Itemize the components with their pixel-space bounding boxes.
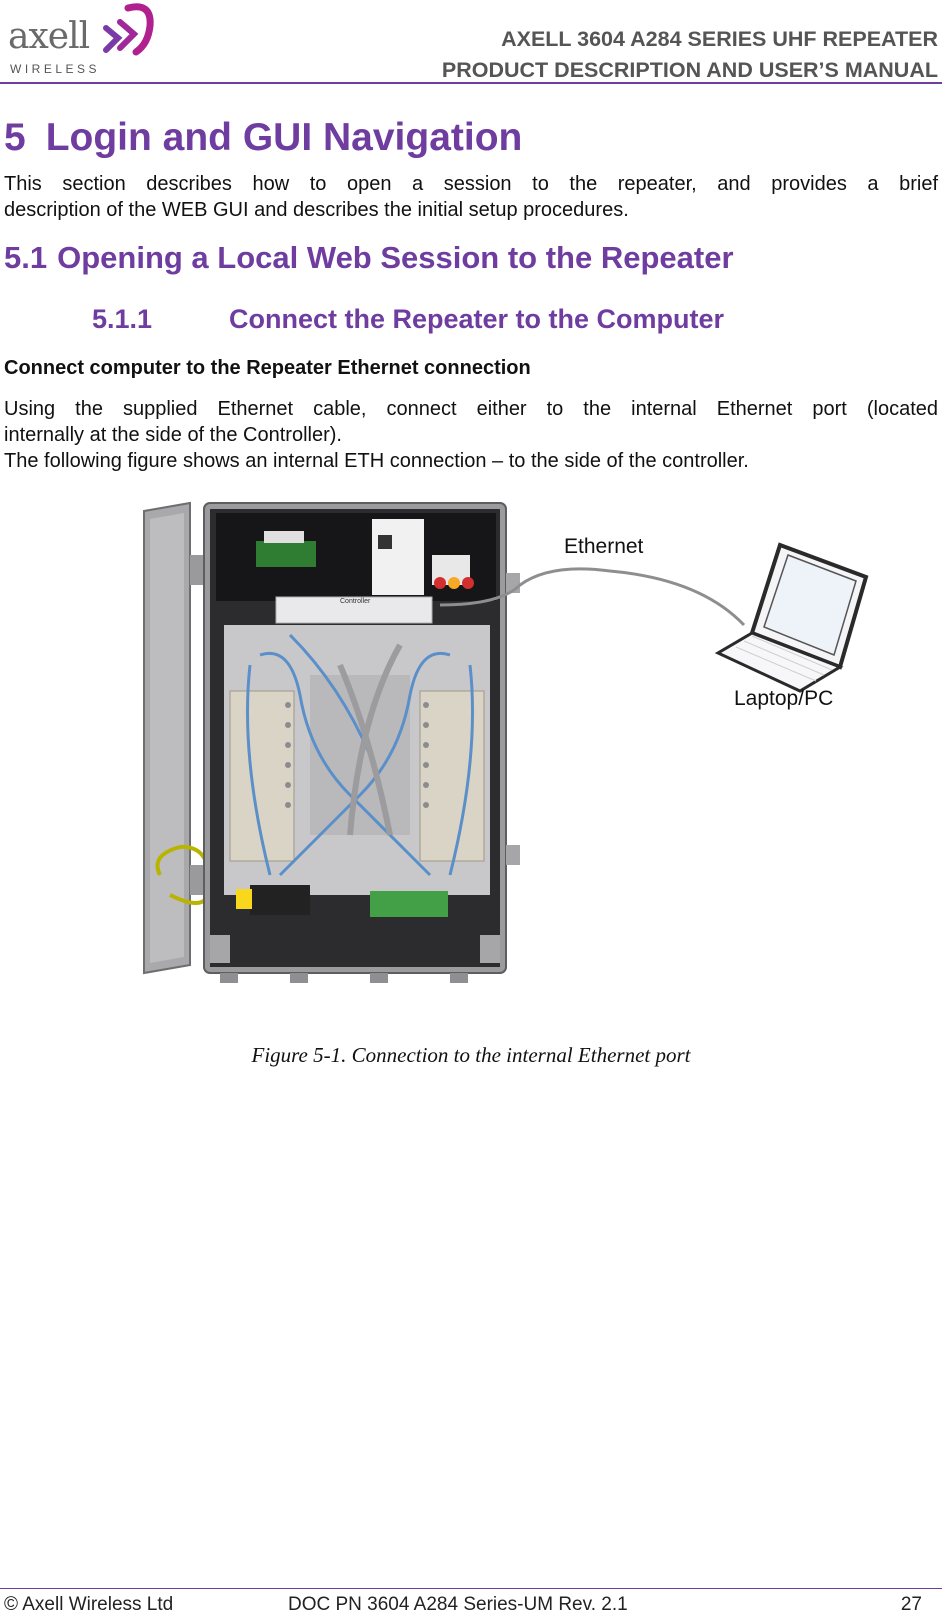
logo-mark-icon <box>103 3 154 56</box>
repeater-enclosure-illustration: Controller <box>143 501 869 983</box>
intro-paragraph-line2: description of the WEB GUI and describes… <box>4 199 629 221</box>
page-number: 27 <box>900 1594 922 1615</box>
ethernet-label: Ethernet <box>564 535 644 558</box>
document-title: AXELL 3604 A284 SERIES UHF REPEATER PROD… <box>441 27 938 82</box>
paragraph-2: The following figure shows an internal E… <box>4 450 749 472</box>
figure-caption: Figure 5-1. Connection to the internal E… <box>251 1043 691 1067</box>
laptop-icon <box>714 542 869 693</box>
svg-text:Controller: Controller <box>340 598 371 605</box>
intro-paragraph-line1: This section describes how to open a ses… <box>4 173 938 195</box>
laptop-pc-label: Laptop/PC <box>734 687 834 710</box>
repeater-connection-figure: Controller <box>140 495 910 1015</box>
paragraph-1-line2: internally at the side of the Controller… <box>4 424 342 446</box>
page-header: axell WIRELESS AXELL 3604 A284 SERIES UH… <box>0 0 942 84</box>
footer-doc-number: DOC PN 3604 A284 Series-UM Rev. 2.1 <box>288 1594 628 1615</box>
axell-wireless-logo: axell WIRELESS <box>6 0 166 80</box>
step-heading: Connect computer to the Repeater Etherne… <box>4 357 531 379</box>
footer-divider <box>0 1588 942 1589</box>
footer-copyright: © Axell Wireless Ltd <box>4 1594 174 1615</box>
paragraph-1-line1: Using the supplied Ethernet cable, conne… <box>4 398 938 420</box>
header-divider <box>0 82 942 84</box>
